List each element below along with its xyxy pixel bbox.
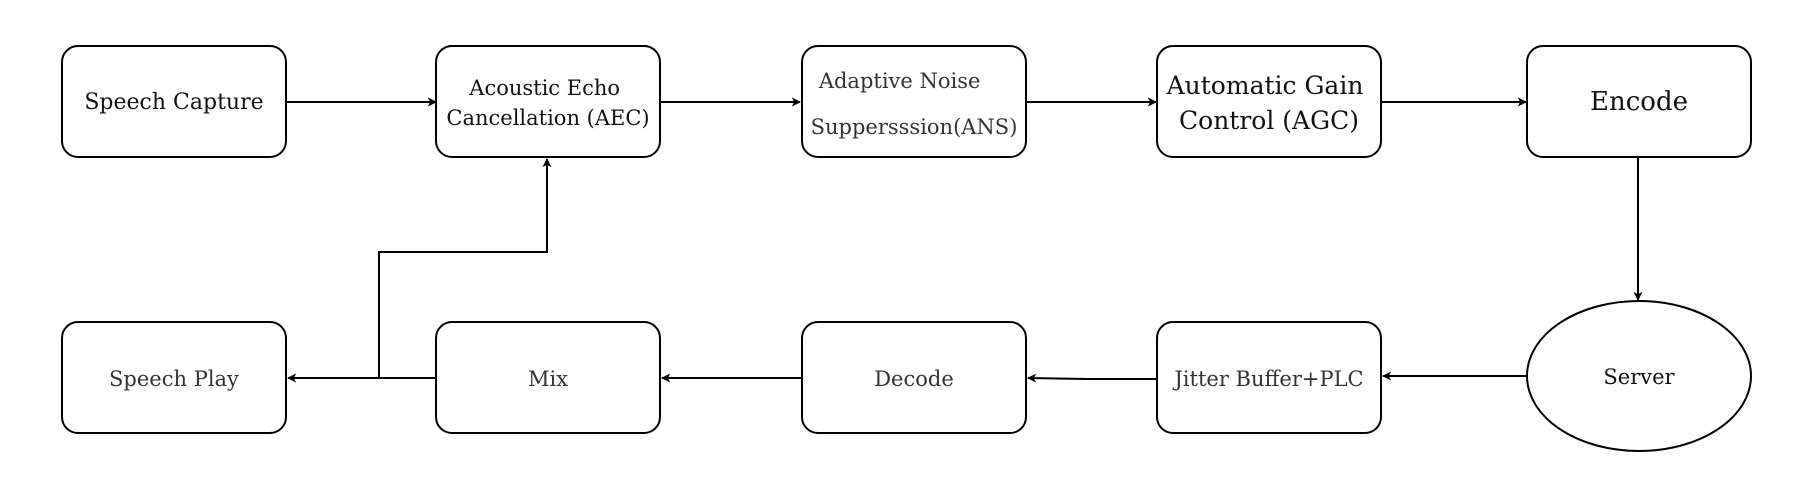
svg-text:Acoustic Echo Cancellati: Acoustic Echo Cancellation (AEC) xyxy=(446,76,649,130)
node-speech-capture-label: Speech Capture xyxy=(84,90,263,115)
svg-text:Speech Play: Speech Play xyxy=(109,367,239,391)
node-server-label: Server xyxy=(1603,365,1675,389)
edges xyxy=(285,97,1643,383)
node-ans-label-line1: Adaptive Noise xyxy=(818,69,981,93)
svg-text:Mix: Mix xyxy=(528,367,568,391)
node-speech-play-label: Speech Play xyxy=(109,367,239,391)
node-encode: Encode xyxy=(1526,45,1752,158)
svg-text:Server: Server xyxy=(1603,365,1675,389)
node-speech-play: Speech Play xyxy=(61,321,287,434)
node-decode: Decode xyxy=(801,321,1027,434)
node-decode-label: Decode xyxy=(874,367,954,391)
node-agc-label-line1: Automatic Gain xyxy=(1166,71,1364,100)
svg-text:Encode: Encode xyxy=(1590,87,1688,117)
node-ans-label-line2: Suppersssion(ANS) xyxy=(811,115,1018,139)
node-jitter-buffer-label: Jitter Buffer+PLC xyxy=(1172,367,1363,391)
node-jitter-buffer: Jitter Buffer+PLC xyxy=(1156,321,1382,434)
svg-text:Automatic Gain Control (: Automatic Gain Control (AGC) xyxy=(1166,71,1372,135)
node-mix-label: Mix xyxy=(528,367,568,391)
node-agc-label-line2: Control (AGC) xyxy=(1179,106,1359,135)
node-speech-capture: Speech Capture xyxy=(61,45,287,158)
node-aec-label-line2: Cancellation (AEC) xyxy=(446,106,649,130)
edge-jitter-to-decode xyxy=(1027,373,1156,383)
svg-text:Speech Capture: Speech Capture xyxy=(84,90,263,115)
node-server: Server xyxy=(1526,300,1752,452)
node-aec: Acoustic Echo Cancellation (AEC) xyxy=(435,45,661,158)
node-encode-label: Encode xyxy=(1590,87,1688,117)
node-aec-label-line1: Acoustic Echo xyxy=(468,76,620,100)
node-mix: Mix xyxy=(435,321,661,434)
svg-text:Jitter Buffer+PLC: Jitter Buffer+PLC xyxy=(1172,367,1363,391)
edge-mix-feedback-to-aec xyxy=(378,158,552,378)
node-ans: Adaptive Noise Suppersssion(ANS) xyxy=(801,45,1027,158)
node-agc: Automatic Gain Control (AGC) xyxy=(1156,45,1382,158)
svg-text:Adaptive Noise Suppersss: Adaptive Noise Suppersssion(ANS) xyxy=(811,69,1018,139)
svg-text:Decode: Decode xyxy=(874,367,954,391)
